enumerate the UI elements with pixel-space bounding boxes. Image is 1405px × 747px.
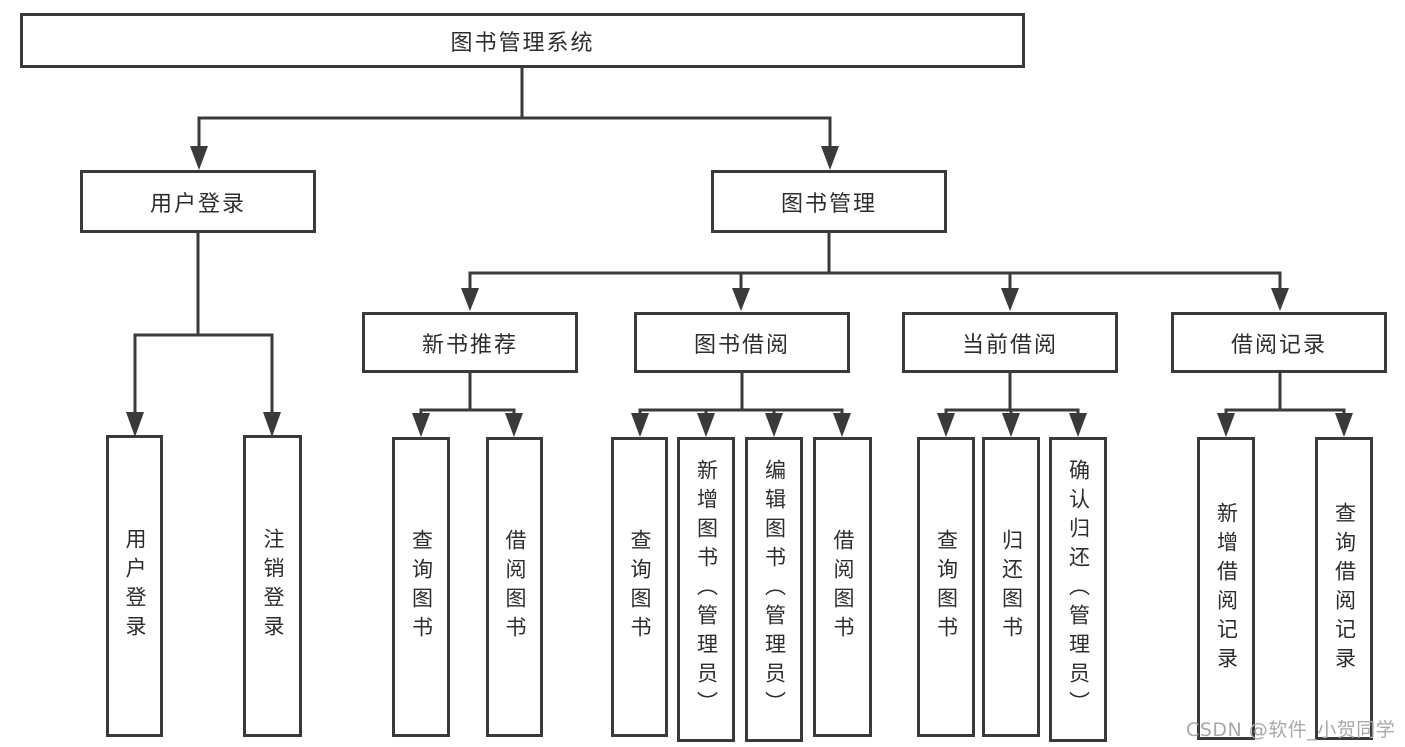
leaf-logout-label: 注销登录	[261, 528, 285, 644]
node-book-borrow-label: 图书借阅	[693, 332, 790, 358]
leaf-query-book-current-label: 查询图书	[934, 529, 959, 645]
leaf-query-book-recommend-label: 查询图书	[409, 529, 434, 645]
node-book-borrow: 图书借阅	[634, 312, 850, 373]
arrowhead	[833, 413, 851, 437]
arrowhead	[765, 413, 783, 437]
watermark: CSDN @软件_小贺同学	[1186, 719, 1396, 741]
arrowhead	[263, 412, 281, 437]
arrowhead	[1271, 288, 1289, 311]
leaf-add-book-admin-label: 新增图书（管理员）	[694, 459, 719, 720]
arrowhead	[505, 413, 523, 437]
leaf-borrow-book-recommend-label: 借阅图书	[503, 529, 527, 645]
leaf-query-book-borrow-label: 查询图书	[628, 529, 652, 645]
leaf-logout: 注销登录	[243, 435, 302, 737]
node-user-login-label: 用户登录	[149, 191, 246, 217]
leaf-borrow-book: 借阅图书	[813, 437, 872, 737]
arrowhead	[821, 146, 839, 170]
arrowhead	[126, 412, 144, 437]
node-book-management: 图书管理	[711, 170, 947, 233]
arrowhead	[412, 413, 430, 437]
node-book-management-label: 图书管理	[780, 191, 877, 217]
leaf-query-book-current: 查询图书	[917, 437, 975, 737]
leaf-borrow-book-label: 借阅图书	[831, 529, 855, 645]
leaf-query-borrow-record-label: 查询借阅记录	[1332, 501, 1357, 676]
arrowhead	[732, 288, 750, 311]
arrowhead	[1217, 413, 1235, 437]
arrowhead	[697, 413, 715, 437]
node-root-label: 图书管理系统	[450, 30, 595, 56]
arrowhead	[937, 413, 955, 437]
node-current-borrow-label: 当前借阅	[961, 332, 1058, 358]
leaf-confirm-return-admin-label: 确认归还（管理员）	[1066, 459, 1091, 720]
arrowhead	[1069, 413, 1087, 437]
node-borrow-records: 借阅记录	[1171, 312, 1387, 373]
arrowhead	[631, 413, 649, 437]
arrowhead	[1335, 413, 1353, 437]
leaf-query-borrow-record: 查询借阅记录	[1315, 437, 1373, 740]
arrowhead	[1001, 288, 1019, 311]
arrowhead	[461, 288, 479, 311]
leaf-borrow-book-recommend: 借阅图书	[486, 437, 543, 737]
arrowhead	[190, 146, 208, 170]
leaf-add-borrow-record-label: 新增借阅记录	[1214, 501, 1239, 676]
leaf-edit-book-admin: 编辑图书（管理员）	[745, 437, 803, 742]
leaf-add-borrow-record: 新增借阅记录	[1197, 437, 1255, 740]
leaf-user-login: 用户登录	[106, 435, 163, 737]
node-new-book-recommend: 新书推荐	[362, 312, 578, 373]
node-borrow-records-label: 借阅记录	[1230, 332, 1327, 358]
leaf-query-book-borrow: 查询图书	[611, 437, 668, 737]
arrowhead	[1002, 413, 1020, 437]
leaf-return-book: 归还图书	[982, 437, 1040, 737]
leaf-user-login-label: 用户登录	[123, 528, 147, 644]
node-user-login: 用户登录	[80, 170, 316, 233]
node-new-book-recommend-label: 新书推荐	[421, 332, 518, 358]
leaf-query-book-recommend: 查询图书	[392, 437, 450, 737]
node-current-borrow: 当前借阅	[902, 312, 1118, 373]
leaf-return-book-label: 归还图书	[999, 529, 1024, 645]
leaf-add-book-admin: 新增图书（管理员）	[677, 437, 735, 742]
node-root: 图书管理系统	[20, 13, 1025, 68]
leaf-confirm-return-admin: 确认归还（管理员）	[1049, 437, 1107, 742]
leaf-edit-book-admin-label: 编辑图书（管理员）	[762, 459, 787, 720]
